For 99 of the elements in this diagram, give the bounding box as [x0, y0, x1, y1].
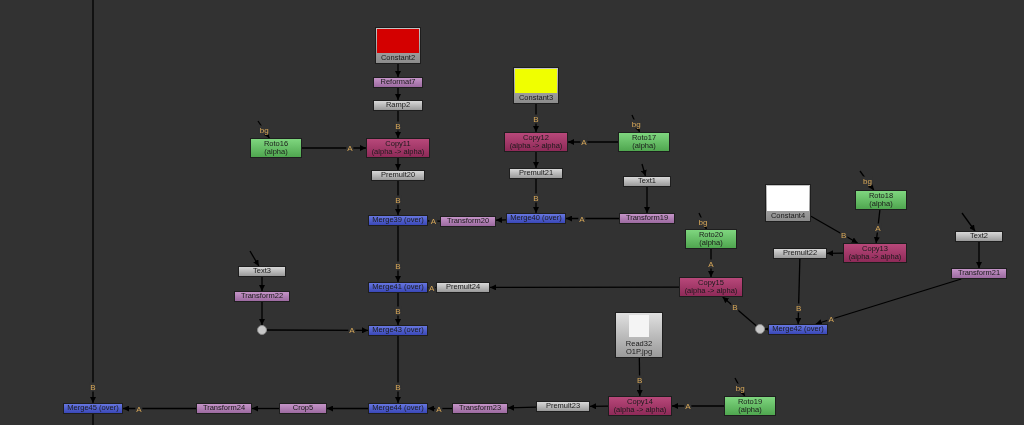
edge-label: B: [394, 121, 402, 131]
node-box: [619, 213, 675, 224]
arrow: [251, 405, 280, 412]
edge-label: A: [707, 259, 715, 269]
edge-label: B: [532, 114, 540, 124]
edge-label: A: [346, 143, 354, 153]
constant-node: [765, 184, 811, 222]
edge-label: A: [580, 137, 588, 147]
edge-label: bg: [734, 383, 746, 393]
read-node: [615, 312, 663, 358]
edge-label: bg: [697, 217, 709, 227]
edge-label: B: [532, 193, 540, 203]
arrow: [815, 278, 962, 326]
edge-label: bg: [258, 125, 270, 135]
edge-label: A: [827, 314, 835, 324]
edge-label: A: [135, 404, 143, 413]
arrow: [90, 0, 96, 404]
edge-label: A: [427, 283, 436, 292]
arrow: [976, 241, 982, 269]
arrow: [259, 301, 265, 326]
node-box: [234, 291, 290, 302]
arrow: [489, 284, 680, 291]
edge-label: A: [684, 401, 692, 411]
node-box: [504, 132, 568, 152]
node-box: [373, 100, 423, 111]
edge-label: B: [794, 303, 803, 313]
node-box: [843, 243, 907, 263]
arrow: [533, 103, 539, 133]
node-box: [509, 168, 563, 179]
node-box: [368, 325, 428, 336]
node-box: [436, 282, 490, 293]
edge-label: B: [635, 375, 644, 385]
edge-label: B: [731, 302, 739, 312]
node-box: [368, 403, 428, 414]
node-box: [63, 403, 123, 414]
edge-label: B: [840, 230, 848, 240]
arrow: [395, 225, 401, 283]
arrow: [795, 258, 802, 325]
node-box: [724, 396, 776, 416]
dot-node: [257, 325, 267, 335]
constant-node: [375, 27, 421, 64]
arrow: [266, 327, 369, 334]
arrow: [395, 335, 401, 404]
node-box: [371, 170, 425, 181]
edge-label: A: [348, 325, 356, 335]
arrow: [495, 217, 507, 223]
arrow: [395, 110, 401, 139]
edge-label: A: [429, 216, 438, 226]
node-box: [768, 324, 828, 335]
arrow: [395, 63, 401, 78]
node-box: [679, 277, 743, 297]
edge-label: B: [394, 306, 402, 316]
node-box: [608, 396, 672, 416]
arrow: [533, 151, 539, 169]
edge-label: A: [874, 223, 882, 233]
arrow: [644, 186, 650, 214]
node-box: [685, 229, 737, 249]
node-box: [368, 215, 428, 226]
node-box: [196, 403, 252, 414]
arrow: [507, 404, 537, 411]
edge-label: A: [435, 404, 443, 413]
node-box: [536, 401, 590, 412]
arrow: [259, 276, 265, 292]
edge-label: bg: [630, 119, 642, 129]
arrow: [826, 250, 844, 257]
constant-node: [513, 67, 559, 104]
node-box: [452, 403, 508, 414]
node-box: [373, 77, 423, 88]
node-box: [238, 266, 286, 277]
node-box: [951, 268, 1007, 279]
edge-label: B: [394, 382, 402, 392]
arrow: [640, 163, 647, 177]
arrow: [122, 405, 197, 412]
node-box: [506, 213, 566, 224]
node-box: [773, 248, 827, 259]
node-box: [440, 216, 496, 227]
dot-node: [755, 324, 765, 334]
edge-label: bg: [862, 176, 873, 186]
node-box: [366, 138, 430, 158]
node-box: [618, 132, 670, 152]
edge-label: A: [578, 214, 586, 223]
arrow: [961, 212, 976, 232]
arrow: [326, 405, 369, 412]
node-box: [279, 403, 327, 414]
arrow: [395, 157, 401, 171]
edge-label: B: [89, 382, 97, 392]
node-box: [368, 282, 428, 293]
node-box: [250, 138, 302, 158]
node-box: [623, 176, 671, 187]
node-box: [855, 190, 907, 210]
connector-line: [92, 413, 94, 425]
arrow: [589, 403, 609, 410]
arrow: [249, 250, 260, 267]
arrow: [636, 357, 643, 397]
node-box: [955, 231, 1003, 242]
arrow: [395, 87, 401, 101]
edge-label: B: [394, 195, 402, 205]
arrow: [301, 145, 367, 151]
edge-label: B: [394, 261, 402, 271]
